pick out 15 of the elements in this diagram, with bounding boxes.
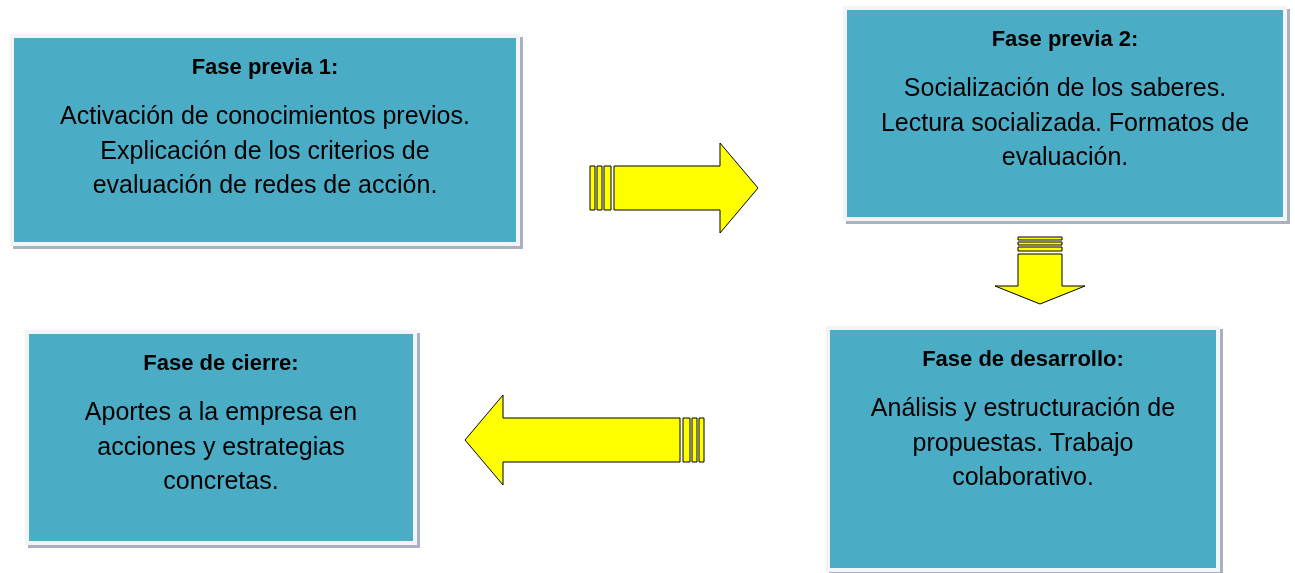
phase-title: Fase de cierre: xyxy=(143,350,299,376)
phase-box xyxy=(826,326,1220,572)
phase-description: Activación de conocimientos previos. Explicación de los criterios de evaluación de redes de acción. xyxy=(59,100,471,200)
phase-box xyxy=(25,330,417,545)
phase-description: Aportes a la empresa en acciones y estrategias concretas. xyxy=(83,396,359,496)
phase-title: Fase de desarrollo: xyxy=(922,346,1124,372)
phase-box xyxy=(10,34,520,246)
phase-description: Análisis y estructuración de propuestas. Trabajo colaborativo. xyxy=(869,392,1177,492)
phase-title: Fase previa 1: xyxy=(191,54,339,80)
block-arrow xyxy=(994,236,1086,305)
phase-description: Socialización de los saberes. Lectura socializada. Formatos de evaluación. xyxy=(879,72,1251,172)
phase-box xyxy=(843,6,1287,221)
block-arrow xyxy=(464,394,705,486)
phase-title: Fase previa 2: xyxy=(991,26,1139,52)
block-arrow xyxy=(589,142,759,234)
